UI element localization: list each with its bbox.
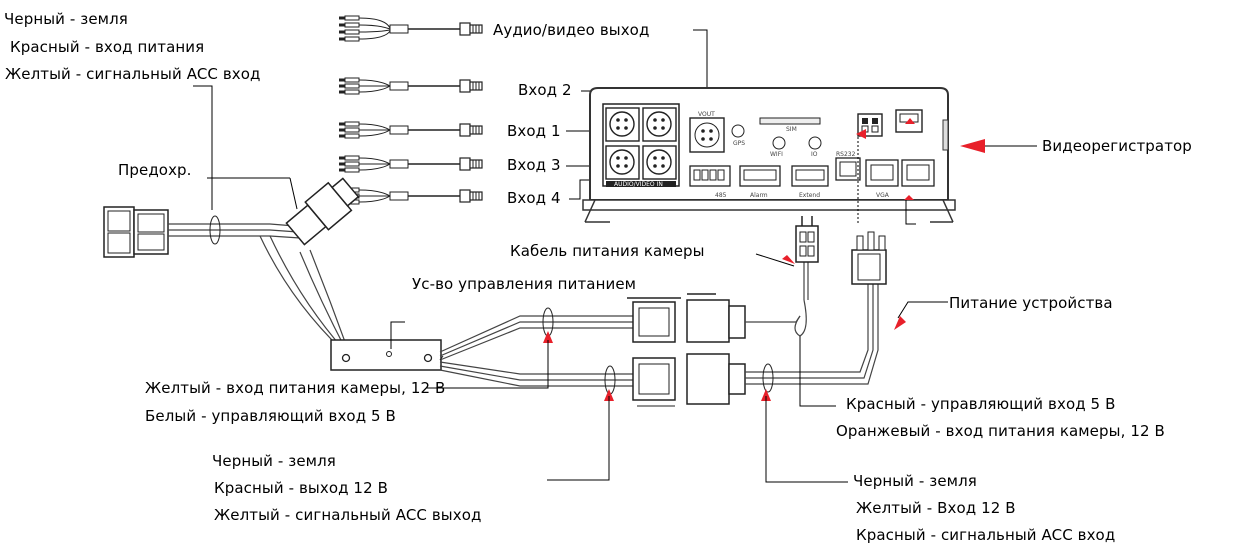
left-harness [103,85,360,351]
device-in-red: Красный - сигнальный ACC вход [856,526,1116,544]
sim-label: SIM [786,126,797,133]
red-arrows [543,118,915,401]
acc-out-red: Красный - выход 12 В [214,479,388,497]
input-cable-1 [338,121,483,139]
acc-connector [632,282,879,407]
input-3-label: Вход 3 [507,156,561,174]
fuse-label: Предохр. [118,161,192,179]
device-in-yellow: Желтый - Вход 12 В [856,499,1016,517]
extend-label: Extend [799,192,820,199]
rs232-label: RS232 [836,151,856,158]
camera-power-cable [794,137,859,337]
input-cable-4 [338,187,483,205]
camera-power-white: Белый - управляющий вход 5 В [145,407,396,425]
acc-out-yellow: Желтый - сигнальный ACC выход [214,506,482,524]
vga-label: VGA [876,192,890,199]
acc-in-black: Черный - земля [4,10,128,28]
av-out-cable [338,15,483,42]
arrow-dvr-device-power [905,118,915,124]
av-in-label: AUDIO/VIDEO IN [614,181,663,188]
power-control-unit [330,307,633,395]
input-2-label: Вход 2 [518,81,572,99]
wifi-label: WIFI [770,151,783,158]
av-out-label: Аудио/видео выход [493,21,650,39]
camera-power-cable-label: Кабель питания камеры [510,242,705,260]
control-in-orange: Оранжевый - вход питания камеры, 12 В [836,422,1165,440]
acc-out-black: Черный - земля [212,452,336,470]
dvr-device: VOUT GPS SIM WIFI IO RS232 AUDIO/VIDEO I… [582,87,956,223]
arrow-camera-wire [543,331,553,343]
arrow-power-wire [761,389,771,401]
arrow-acc-wire [604,389,614,401]
leader-lines [426,253,948,483]
dvr-label: Видеорегистратор [1042,137,1192,155]
device-in-black: Черный - земля [853,472,977,490]
control-in-red: Красный - управляющий вход 5 В [846,395,1116,413]
dvr-pointer [960,139,1037,153]
io-label: IO [811,151,818,158]
power-control-label: Ус-во управления питанием [412,275,637,293]
device-power-label: Питание устройства [949,294,1113,312]
input-cable-2 [338,77,483,95]
device-power-cable [851,200,916,285]
arrow-device-power [894,316,906,330]
arrow-dvr-cam-power [856,129,866,139]
arrow-cam-cable [782,255,795,264]
input-cable-3 [338,155,483,173]
acc-in-red: Красный - вход питания [10,38,205,56]
alarm-label: Alarm [750,192,768,199]
port-485-label: 485 [715,192,727,199]
gps-label: GPS [733,140,745,147]
camera-power-connector [627,293,801,343]
acc-in-yellow: Желтый - сигнальный ACC вход [5,65,261,83]
camera-power-yellow: Желтый - вход питания камеры, 12 В [145,379,446,397]
input-1-label: Вход 1 [507,122,561,140]
input-4-label: Вход 4 [507,189,561,207]
vout-label: VOUT [698,111,715,118]
